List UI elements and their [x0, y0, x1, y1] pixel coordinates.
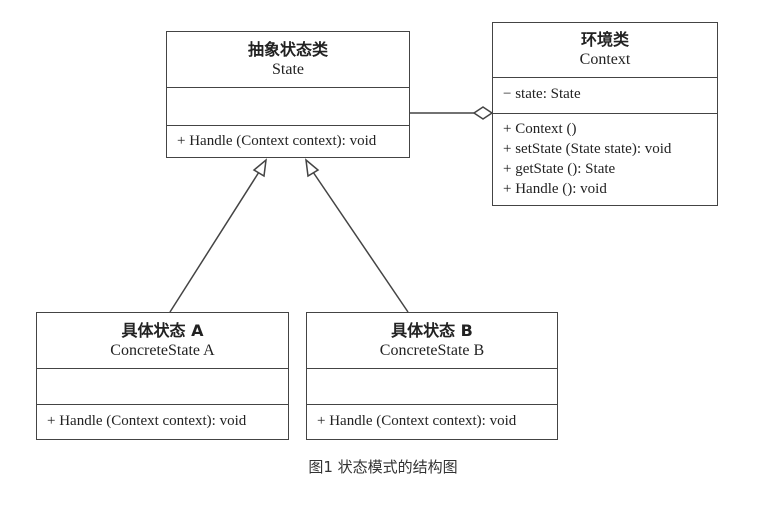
concrete-state-b-box: 具体状态 B ConcreteState B + Handle (Context…: [306, 312, 558, 440]
context-class-attributes: − state: State: [493, 78, 717, 114]
concrete-state-a-operation: + Handle (Context context): void: [47, 413, 247, 429]
generalization-line-a: [169, 171, 260, 313]
concrete-state-a-attributes: [37, 369, 288, 405]
state-class-operations: + Handle (Context context): void: [167, 126, 409, 155]
concrete-state-b-header: 具体状态 B ConcreteState B: [307, 313, 557, 369]
state-class-cn-name: 抽象状态类: [247, 39, 328, 59]
aggregation-diamond: [472, 106, 494, 120]
state-operation: + Handle (Context context): void: [177, 133, 377, 149]
context-class-box: 环境类 Context − state: State + Context () …: [492, 22, 718, 206]
state-class-attributes: [167, 88, 409, 126]
context-class-cn-name: 环境类: [580, 30, 629, 49]
figure-caption: 图1 状态模式的结构图: [308, 458, 458, 476]
context-operation: + Context (): [503, 121, 577, 137]
concrete-state-b-operation: + Handle (Context context): void: [317, 413, 517, 429]
concrete-state-b-operations: + Handle (Context context): void: [307, 405, 557, 435]
concrete-state-a-cn-name: 具体状态 A: [121, 320, 204, 340]
state-class-en-name: State: [272, 60, 304, 78]
generalization-arrow-a: [252, 158, 267, 178]
state-class-header: 抽象状态类 State: [167, 32, 409, 88]
context-operation: + getState (): State: [503, 161, 616, 177]
context-class-en-name: Context: [579, 51, 631, 68]
generalization-arrow-b: [305, 158, 320, 178]
concrete-state-a-box: 具体状态 A ConcreteState A + Handle (Context…: [36, 312, 289, 440]
generalization-line-b: [312, 171, 409, 313]
concrete-state-a-operations: + Handle (Context context): void: [37, 405, 288, 435]
state-class-box: 抽象状态类 State + Handle (Context context): …: [166, 31, 410, 158]
concrete-state-b-attributes: [307, 369, 557, 405]
concrete-state-b-en-name: ConcreteState B: [379, 341, 485, 359]
concrete-state-a-header: 具体状态 A ConcreteState A: [37, 313, 288, 369]
context-class-operations: + Context () + setState (State state): v…: [493, 114, 717, 203]
context-attribute: − state: State: [503, 86, 581, 102]
concrete-state-a-en-name: ConcreteState A: [110, 341, 215, 359]
context-operation: + setState (State state): void: [503, 141, 672, 157]
context-class-header: 环境类 Context: [493, 23, 717, 78]
context-operation: + Handle (): void: [503, 181, 607, 197]
concrete-state-b-cn-name: 具体状态 B: [391, 320, 473, 340]
